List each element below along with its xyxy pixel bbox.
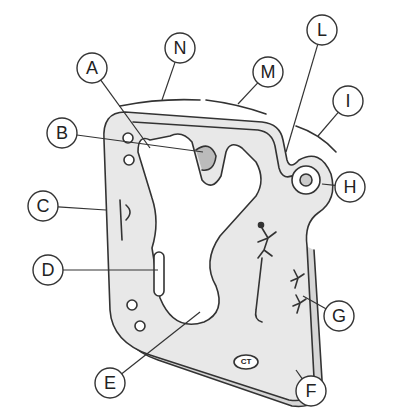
rope-icon [256,258,262,322]
main-slot [138,134,261,324]
callout-ring [95,368,125,398]
hole [135,321,145,331]
pin [300,174,312,186]
callout-ring [33,255,63,285]
climber-icon [259,223,264,228]
leader-line [101,80,150,148]
leader-line [296,370,302,379]
leader-line [63,269,158,270]
device-body [104,112,333,401]
leader-line [122,312,200,374]
callout-letter: N [174,39,187,57]
callout-letter: F [306,382,317,400]
callout-ring [335,172,365,202]
callout-ring [28,191,58,221]
leader-line [286,44,318,152]
climber-icon [258,228,276,258]
slot-cam [196,146,216,170]
callout-ring [333,86,363,116]
callout-letter: E [104,374,116,392]
callout-letter: B [56,124,68,142]
hole [124,155,134,165]
climber-icon [293,295,306,313]
callout-ring [324,301,354,331]
hole [127,300,137,310]
callout-letter: A [86,59,98,77]
callout-letter: H [344,178,357,196]
callout-letter: L [317,21,327,39]
callout-letter: D [42,261,55,279]
callout-ring [47,118,77,148]
leader-line [162,62,175,100]
logo-oval [234,355,258,369]
bracket [120,100,200,106]
leader-line [322,184,335,185]
callout-ring [307,15,337,45]
leader-line [318,112,338,136]
callout-ring [165,33,195,63]
pin-lobe [292,166,320,194]
grip-mark [120,200,130,240]
callout-letter: M [261,63,276,81]
climber-icon [291,270,304,288]
bracket [296,126,336,152]
side-slot [154,252,164,296]
callout-letter: I [345,92,350,110]
leader-line [58,207,106,210]
leader-line [77,135,203,152]
logo-text: CT [241,358,252,366]
leader-line [238,83,258,104]
leader-line [303,296,326,309]
bracket [206,100,266,114]
callout-letter: C [37,197,50,215]
callout-ring [77,53,107,83]
callout-ring [296,376,326,406]
callout-ring [253,57,283,87]
callout-letter: G [332,307,346,325]
